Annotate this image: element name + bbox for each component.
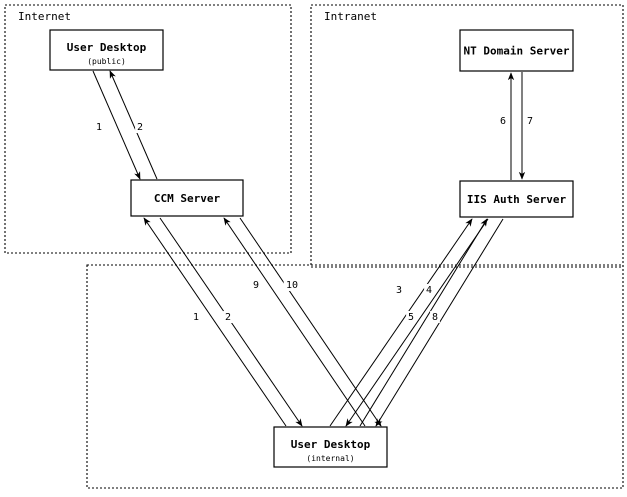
node-title-user-desktop-internal: User Desktop xyxy=(291,438,371,451)
flow-label-backdrop-6 xyxy=(498,115,508,127)
flow-label-backdrop-9 xyxy=(251,279,261,291)
node-nt-domain-server[interactable]: NT Domain Server xyxy=(459,29,574,72)
nodes-layer: User Desktop (public) CCM Server NT Domain … xyxy=(49,29,574,468)
node-title-ccm-server: CCM Server xyxy=(154,192,221,205)
flow-step-label-2: 2 xyxy=(225,312,231,323)
flow-label-backdrop-1 xyxy=(191,311,201,323)
node-user-desktop-public[interactable]: User Desktop (public) xyxy=(49,29,164,71)
zone-boundary-internal xyxy=(86,264,624,489)
flow-label-backdrop-2 xyxy=(135,121,145,133)
flow-label-backdrop-5 xyxy=(406,311,416,323)
zone-boundary-intranet xyxy=(310,4,624,268)
flow-step-label-5: 5 xyxy=(408,312,414,323)
flow-label-backdrop-2 xyxy=(223,311,233,323)
zone-label-internet: Internet xyxy=(18,10,71,23)
node-box-user-desktop-internal[interactable] xyxy=(273,426,388,468)
node-title-iis-auth-server: IIS Auth Server xyxy=(467,193,567,206)
flow-label-backdrop-4 xyxy=(424,284,434,296)
flow-labels-layer: 1 2 1 2 3 4 5 8 6 7 9 10 xyxy=(94,115,535,323)
flow-step-label-4: 4 xyxy=(426,285,432,296)
flow-label-backdrop-10 xyxy=(283,279,301,291)
flow-arrow-9 xyxy=(223,217,366,427)
node-ccm-server[interactable]: CCM Server xyxy=(130,179,244,217)
flow-step-label-7: 7 xyxy=(527,116,533,127)
node-box-user-desktop-public[interactable] xyxy=(49,29,164,71)
flow-step-label-10: 10 xyxy=(286,280,298,291)
zone-internal xyxy=(86,264,624,489)
flow-arrow-2 xyxy=(109,70,158,180)
zone-internet: Internet xyxy=(4,4,292,254)
zones-layer: Internet Intranet xyxy=(4,4,624,489)
zone-boundary-internet xyxy=(4,4,292,254)
flows-layer xyxy=(92,70,526,427)
node-box-iis-auth-server[interactable] xyxy=(459,180,574,218)
flow-label-backdrop-1 xyxy=(94,121,104,133)
node-box-nt-domain-server[interactable] xyxy=(459,29,574,72)
flow-label-backdrop-3 xyxy=(394,284,404,296)
zone-label-intranet: Intranet xyxy=(324,10,377,23)
node-title-user-desktop-public: User Desktop xyxy=(67,41,147,54)
flow-step-label-1: 1 xyxy=(96,122,102,133)
flow-label-backdrop-7 xyxy=(525,115,535,127)
flow-step-label-2: 2 xyxy=(137,122,143,133)
node-box-ccm-server[interactable] xyxy=(130,179,244,217)
flow-step-label-6: 6 xyxy=(500,116,506,127)
node-user-desktop-internal[interactable]: User Desktop (internal) xyxy=(273,426,388,468)
flow-step-label-1: 1 xyxy=(193,312,199,323)
node-iis-auth-server[interactable]: IIS Auth Server xyxy=(459,180,574,218)
node-title-nt-domain-server: NT Domain Server xyxy=(464,45,570,58)
zone-intranet: Intranet xyxy=(310,4,624,268)
flow-arrow-3 xyxy=(359,218,488,427)
flow-step-label-9: 9 xyxy=(253,280,259,291)
flow-arrow-10 xyxy=(239,217,382,427)
flow-label-backdrop-8 xyxy=(430,311,440,323)
node-subtitle-user-desktop-internal: (internal) xyxy=(306,454,354,463)
flow-arrow-1 xyxy=(92,70,141,180)
flow-arrow-1 xyxy=(143,217,287,427)
flow-arrow-8 xyxy=(345,218,489,427)
node-subtitle-user-desktop-public: (public) xyxy=(87,57,126,66)
flow-step-label-3: 3 xyxy=(396,285,402,296)
flow-arrow-5 xyxy=(329,218,473,427)
flow-step-label-8: 8 xyxy=(432,312,438,323)
